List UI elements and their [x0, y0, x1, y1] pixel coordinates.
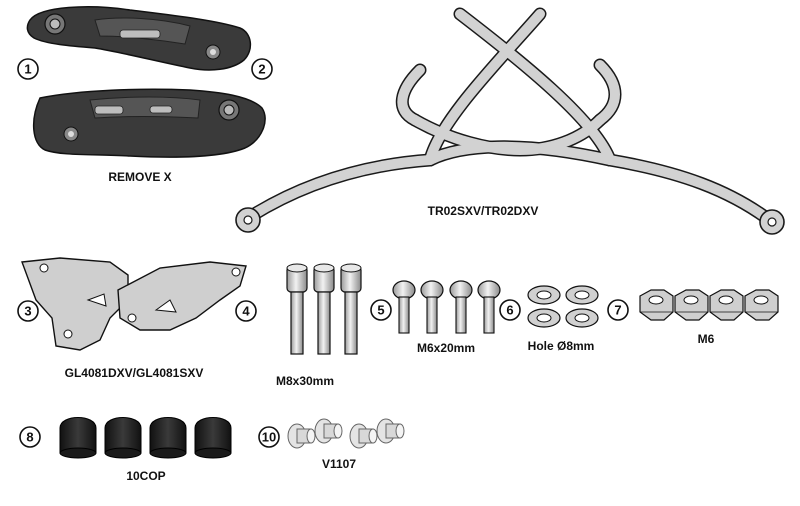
label-plates: GL4081DXV/GL4081SXV [65, 366, 204, 380]
bolt-m8 [313, 263, 335, 355]
svg-text:4: 4 [242, 304, 250, 319]
washer [527, 285, 561, 305]
svg-text:7: 7 [614, 303, 621, 318]
spacer [287, 423, 316, 449]
callout-2: 2 [251, 58, 273, 80]
callout-4: 4 [235, 300, 257, 322]
bolt-m8 [340, 263, 362, 355]
cap [59, 417, 97, 459]
spacer-group [287, 418, 405, 449]
nut [744, 289, 779, 321]
cap [104, 417, 142, 459]
washer-group [527, 285, 599, 328]
svg-text:3: 3 [24, 304, 31, 319]
spacer [349, 423, 378, 449]
label-rack: TR02SXV/TR02DXV [428, 204, 539, 218]
bolt-m6 [392, 280, 416, 334]
label-bolts-long: M8x30mm [276, 374, 334, 388]
callout-10: 10 [258, 426, 280, 448]
label-spacers: V1107 [322, 457, 356, 471]
callout-5: 5 [370, 299, 392, 321]
cap [194, 417, 232, 459]
mounting-plate-right [117, 261, 247, 331]
svg-text:2: 2 [258, 62, 265, 77]
bolt-m8-group [286, 263, 362, 355]
svg-text:5: 5 [377, 303, 384, 318]
svg-text:10: 10 [262, 430, 276, 445]
bolt-m6 [477, 280, 501, 334]
nut [639, 289, 674, 321]
label-nuts: M6 [698, 332, 715, 346]
callout-8: 8 [19, 426, 41, 448]
washer [565, 285, 599, 305]
spacer [376, 418, 405, 444]
label-remove-x: REMOVE X [108, 170, 171, 184]
bolt-m8 [286, 263, 308, 355]
svg-text:8: 8 [26, 430, 33, 445]
callout-1: 1 [17, 58, 39, 80]
bolt-m6 [449, 280, 473, 334]
cap-group [59, 417, 232, 459]
washer [527, 308, 561, 328]
mounting-plate-left [21, 257, 129, 351]
rack-frame [235, 7, 785, 235]
label-bolts-short: M6x20mm [417, 341, 475, 355]
side-cover-lower [33, 88, 266, 158]
callout-6: 6 [499, 299, 521, 321]
nut-group [639, 289, 779, 321]
nut [709, 289, 744, 321]
bolt-m6-group [392, 280, 501, 334]
label-caps: 10COP [126, 469, 165, 483]
callout-7: 7 [607, 299, 629, 321]
svg-text:1: 1 [24, 62, 31, 77]
nut [674, 289, 709, 321]
washer [565, 308, 599, 328]
callout-3: 3 [17, 300, 39, 322]
spacer [314, 418, 343, 444]
side-cover-upper [26, 6, 252, 71]
label-washers: Hole Ø8mm [528, 339, 595, 353]
cap [149, 417, 187, 459]
svg-text:6: 6 [506, 303, 513, 318]
bolt-m6 [420, 280, 444, 334]
